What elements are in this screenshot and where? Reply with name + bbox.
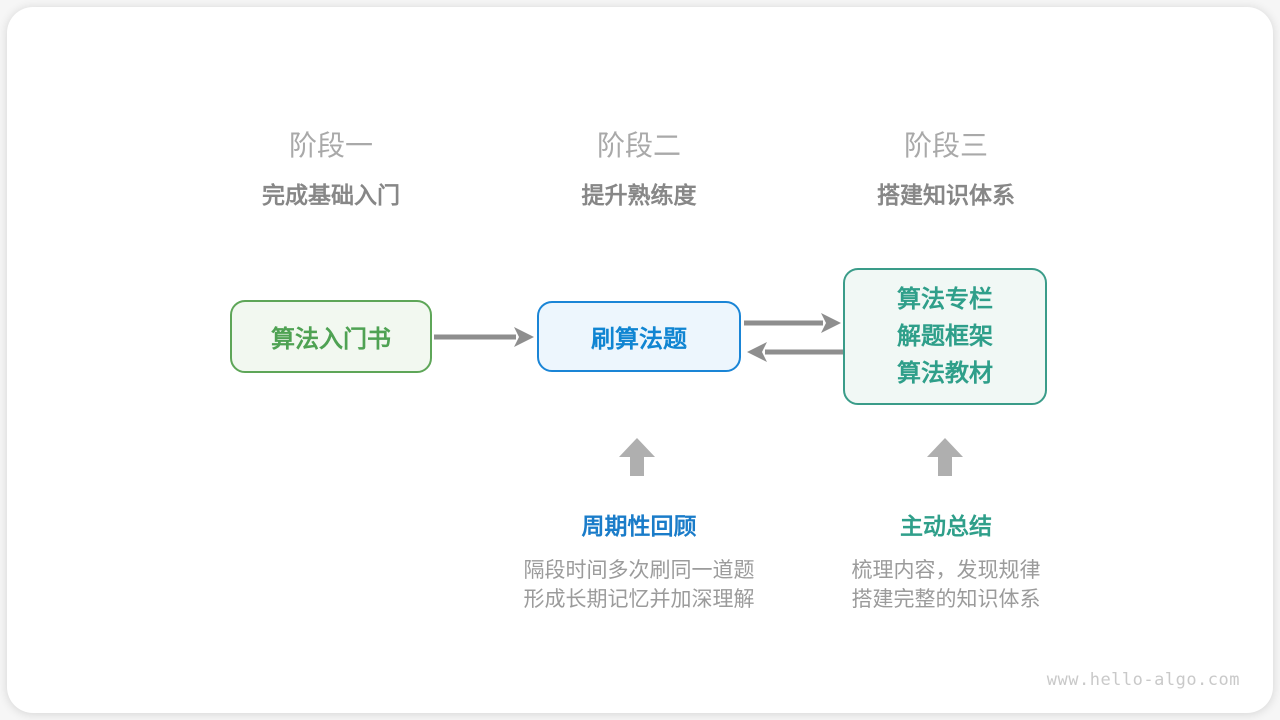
- annotation-periodic-review-desc-line2: 形成长期记忆并加深理解: [523, 588, 755, 611]
- box-resources-label-2: 解题框架: [897, 323, 993, 350]
- stage-2-title: 阶段二: [596, 130, 681, 161]
- box-practice-problems: 刷算法题: [537, 301, 741, 372]
- box-intro-book: 算法入门书: [230, 300, 432, 373]
- stage-2-subtitle: 提升熟练度: [581, 182, 697, 208]
- box-resources-label-1: 算法专栏: [897, 286, 993, 313]
- annotation-active-summary-title: 主动总结: [900, 513, 992, 539]
- annotation-periodic-review-title: 周期性回顾: [581, 513, 697, 539]
- watermark: www.hello-algo.com: [1046, 670, 1240, 690]
- annotation-active-summary-desc-line1: 梳理内容，发现规律: [851, 559, 1041, 582]
- box-resources: 算法专栏 解题框架 算法教材: [843, 268, 1047, 405]
- box-intro-book-label: 算法入门书: [271, 326, 391, 353]
- stage-1-title: 阶段一: [288, 130, 373, 161]
- annotation-periodic-review-desc: 隔段时间多次刷同一道题 形成长期记忆并加深理解: [469, 556, 809, 614]
- stage-3-subtitle: 搭建知识体系: [877, 182, 1015, 208]
- box-resources-label-3: 算法教材: [897, 360, 993, 387]
- stage-1-subtitle: 完成基础入门: [262, 182, 400, 208]
- annotation-active-summary-desc-line2: 搭建完整的知识体系: [851, 588, 1041, 611]
- annotation-active-summary-desc: 梳理内容，发现规律 搭建完整的知识体系: [776, 556, 1116, 614]
- annotation-periodic-review-desc-line1: 隔段时间多次刷同一道题: [523, 559, 755, 582]
- box-practice-problems-label: 刷算法题: [591, 326, 687, 353]
- stage-3-title: 阶段三: [903, 130, 988, 161]
